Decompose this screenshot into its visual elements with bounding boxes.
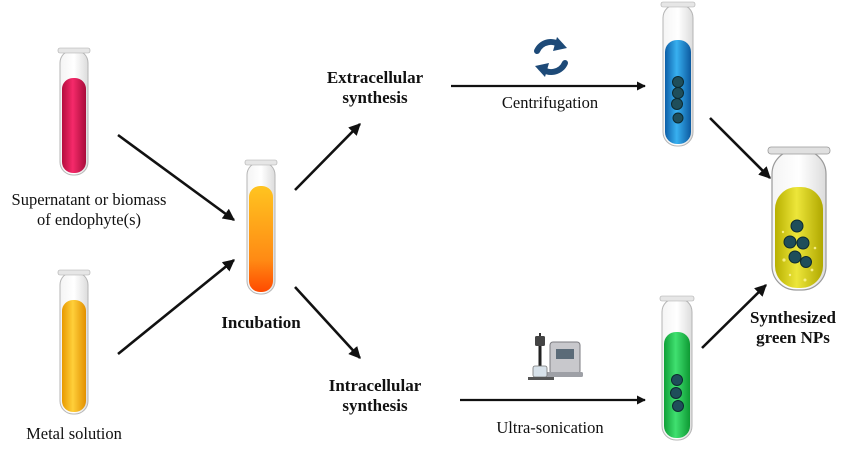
supernatant-tube [57, 47, 91, 176]
ultrasonication-label: Ultra-sonication [496, 418, 604, 437]
synthesized-nps-label-line2: green NPs [756, 328, 830, 348]
synthesized-nps-tube [767, 146, 831, 291]
arrow-incubation-to-extracellular [294, 123, 361, 191]
intracellular-tube [659, 295, 695, 441]
synthesized-nps-label-line1: Synthesized [750, 308, 836, 327]
arrow-intracellular-to-result [701, 284, 767, 349]
arrow-extracellular-to-result [709, 117, 771, 179]
extracellular-label-line2: synthesis [342, 88, 408, 108]
intracellular-label: Intracellular synthesis [305, 376, 445, 417]
supernatant-label-line1: Supernatant or biomass [11, 190, 167, 209]
supernatant-label-line2: of endophyte(s) [36, 209, 141, 229]
synthesized-nps-label: Synthesized green NPs [728, 308, 858, 349]
incubation-tube [244, 159, 278, 295]
metal-solution-tube [57, 269, 91, 415]
arrow-incubation-to-intracellular [294, 286, 361, 359]
intracellular-label-line2: synthesis [342, 396, 408, 416]
nanoparticle-cluster [670, 374, 684, 412]
incubation-label: Incubation [221, 313, 301, 332]
nanoparticle-cluster [671, 76, 684, 124]
nanoparticle-cluster [783, 219, 812, 268]
circular-arrows-icon [534, 37, 568, 77]
supernatant-label: Supernatant or biomass of endophyte(s) [0, 190, 178, 230]
arrow-supernatant-to-incubation [117, 133, 235, 222]
extracellular-label-line1: Extracellular [326, 68, 424, 87]
arrows [117, 81, 771, 405]
bubbles [781, 230, 817, 282]
extracellular-tube [660, 1, 696, 147]
metal-solution-label: Metal solution [26, 424, 122, 443]
centrifugation-label: Centrifugation [501, 93, 599, 112]
ultrasonic-homogenizer-icon [528, 333, 583, 380]
extracellular-label: Extracellular synthesis [305, 68, 445, 109]
arrow-metal-to-incubation [117, 258, 235, 356]
intracellular-label-line1: Intracellular [328, 376, 422, 395]
